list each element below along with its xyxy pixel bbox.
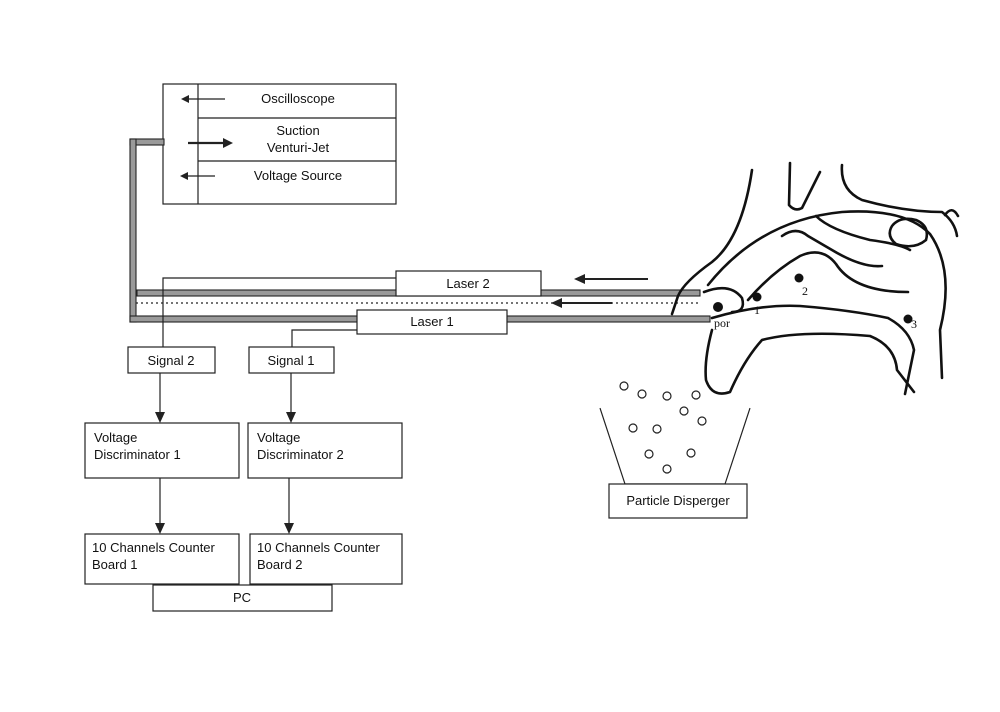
anatomy-upper-turbinate [746, 251, 910, 302]
particle-cloud [619, 381, 707, 474]
discriminator-1-unit: Voltage Discriminator 1 [84, 422, 240, 479]
flow-arrow-lower-icon [551, 298, 612, 308]
laser-2-unit: Laser 2 [395, 270, 542, 297]
particle [652, 424, 662, 434]
anatomy-upper-left-outline [787, 161, 822, 211]
particle [697, 416, 707, 426]
particle [628, 423, 638, 433]
particle [662, 391, 672, 401]
laser-1-wire [291, 329, 357, 347]
anatomy-lower-jaw-outline [704, 328, 916, 395]
arrow-disc1-to-counter1-icon [155, 478, 165, 534]
anatomy-nose-bridge [670, 168, 754, 316]
disperser-label: Particle Disperger [626, 493, 730, 508]
measurement-point-3 [903, 314, 913, 324]
arrow-disc2-to-counter2-icon [284, 478, 294, 534]
voltage-source-label: Voltage Source [254, 168, 342, 183]
oscilloscope-label: Oscilloscope [261, 91, 335, 106]
label-point-2: 2 [802, 284, 808, 298]
discriminator-2-label-line1: Voltage [257, 430, 300, 445]
particle [644, 449, 654, 459]
particle-disperser: Particle Disperger [599, 381, 751, 519]
voltage-source-arrow-icon [180, 172, 215, 180]
discriminator-1-label-line2: Discriminator 1 [94, 447, 181, 462]
counter-2-unit: 10 Channels Counter Board 2 [249, 533, 403, 585]
particle [662, 464, 672, 474]
laser-1-label: Laser 1 [410, 314, 453, 329]
particle [637, 389, 647, 399]
anatomy-cavity-floor [710, 304, 916, 396]
discriminator-2-label-line2: Discriminator 2 [257, 447, 344, 462]
laser-1-unit: Laser 1 [356, 309, 508, 335]
signal-2-label: Signal 2 [148, 353, 195, 368]
counter-1-label-line2: Board 1 [92, 557, 138, 572]
discriminator-1-label-line1: Voltage [94, 430, 137, 445]
flow-arrow-upper-icon [574, 274, 648, 284]
venturi-jet-label: Venturi-Jet [267, 140, 330, 155]
arrow-signal1-to-disc2-icon [286, 373, 296, 423]
discriminator-1-box [84, 422, 240, 479]
pc-unit: PC [152, 584, 333, 612]
signal-1-box [248, 346, 335, 374]
particle [619, 381, 629, 391]
suction-label: Suction [276, 123, 319, 138]
nasal-anatomy: por 1 2 3 [670, 161, 960, 396]
signal-wiring [162, 277, 396, 347]
particle [691, 390, 701, 400]
measurement-point-por [713, 302, 723, 312]
anatomy-nostril-outer [702, 286, 745, 314]
anatomy-middle-turbinate [780, 229, 884, 268]
disperser-funnel [599, 407, 751, 485]
counter-1-box [84, 533, 240, 585]
instrument-stack: Oscilloscope Suction Venturi-Jet Voltage… [162, 83, 397, 205]
label-por: por [714, 316, 730, 330]
laser-2-box [395, 270, 542, 297]
measurement-point-2 [794, 273, 804, 283]
discriminator-2-box [247, 422, 403, 479]
laser-2-wire [162, 277, 396, 347]
label-point-3: 3 [911, 317, 917, 331]
laser-2-label: Laser 2 [446, 276, 489, 291]
pc-box [152, 584, 333, 612]
anatomy-sinus-loop [888, 217, 929, 248]
oscilloscope-arrow-icon [181, 95, 225, 103]
particle [679, 406, 689, 416]
signal-1-label: Signal 1 [268, 353, 315, 368]
laser-1-box [356, 309, 508, 335]
counter-2-label-line1: 10 Channels Counter [257, 540, 381, 555]
measurement-point-1 [752, 292, 762, 302]
signal-2-unit: Signal 2 [127, 346, 216, 374]
counter-2-label-line2: Board 2 [257, 557, 303, 572]
label-point-1: 1 [754, 303, 760, 317]
suction-arrow-icon [188, 138, 233, 148]
disperser-box [608, 483, 748, 519]
counter-1-unit: 10 Channels Counter Board 1 [84, 533, 240, 585]
counter-1-label-line1: 10 Channels Counter [92, 540, 216, 555]
pc-label: PC [233, 590, 251, 605]
discriminator-2-unit: Voltage Discriminator 2 [247, 422, 403, 479]
arrow-signal2-to-disc1-icon [155, 373, 165, 423]
signal-2-box [127, 346, 216, 374]
anatomy-back-hook [943, 208, 960, 218]
particle [686, 448, 696, 458]
anatomy-cavity-roof [706, 210, 947, 380]
signal-1-unit: Signal 1 [248, 346, 335, 374]
anatomy-top-contour [840, 163, 959, 238]
counter-2-box [249, 533, 403, 585]
tube-vertical [129, 138, 137, 323]
